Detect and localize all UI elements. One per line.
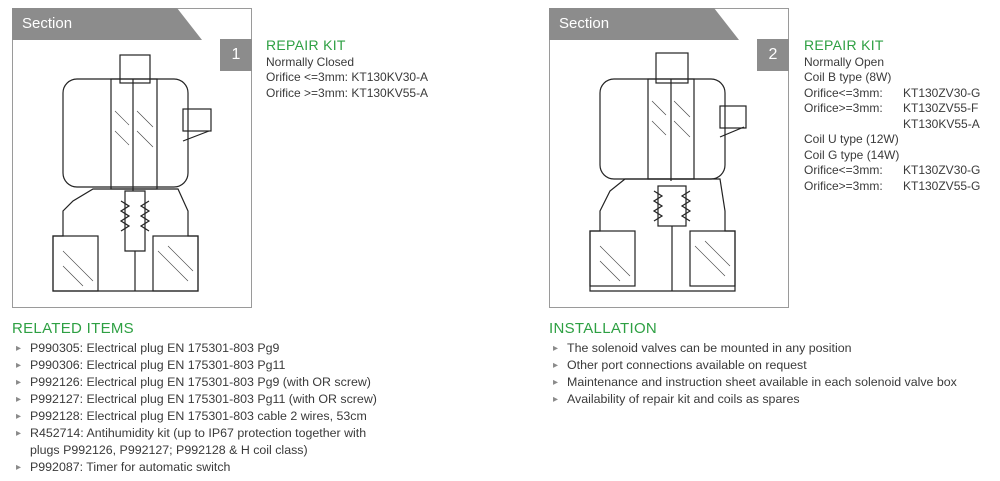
kit-line: Orifice <=3mm: KT130KV30-A: [266, 70, 429, 84]
kit-type: Normally Closed: [266, 54, 355, 69]
list-item: Maintenance and instruction sheet availa…: [549, 374, 957, 391]
kit-row-code: KT130ZV55-F: [903, 101, 979, 115]
section-panel-2: Section 2: [549, 8, 789, 308]
kit-row-code: KT130ZV55-G: [903, 178, 981, 193]
repair-kit-2: REPAIR KIT Normally Open Coil B type (8W…: [804, 37, 980, 195]
kit-row: Orifice<=3mm: KT130ZV30-G: [804, 86, 980, 102]
list-item: P992127: Electrical plug EN 175301-803 P…: [12, 391, 377, 408]
list-item: P990305: Electrical plug EN 175301-803 P…: [12, 340, 377, 357]
list-item: P990306: Electrical plug EN 175301-803 P…: [12, 357, 377, 374]
kit-row-label: Orifice>=3mm:: [804, 178, 883, 193]
list-item: Availability of repair kit and coils as …: [549, 391, 957, 408]
kit-row: Orifice>=3mm: KT130ZV55-F: [804, 101, 980, 117]
installation-title: INSTALLATION: [549, 320, 658, 337]
list-item-continuation: plugs P992126, P992127; P992128 & H coil…: [30, 443, 308, 457]
list-item: P992126: Electrical plug EN 175301-803 P…: [12, 374, 377, 391]
section-tab: Section: [549, 8, 739, 40]
coil-u-type: Coil U type (12W): [804, 132, 899, 146]
related-items-list: P990305: Electrical plug EN 175301-803 P…: [12, 340, 377, 476]
section-number: 2: [757, 39, 789, 71]
list-item: Other port connections available on requ…: [549, 357, 957, 374]
list-item: P992128: Electrical plug EN 175301-803 c…: [12, 408, 377, 425]
kit-row: Orifice<=3mm: KT130ZV30-G: [804, 163, 980, 179]
kit-row-code: KT130ZV30-G: [903, 85, 981, 100]
valve-section-drawing-nc: [52, 54, 212, 292]
kit-row: Orifice>=3mm: KT130ZV55-G: [804, 179, 980, 195]
kit-line: Orifice >=3mm: KT130KV55-A: [266, 85, 429, 100]
kit-row-label: [804, 117, 903, 133]
repair-kit-title: REPAIR KIT: [804, 37, 884, 53]
list-item: The solenoid valves can be mounted in an…: [549, 340, 957, 357]
kit-row-code: KT130KV55-A: [903, 116, 980, 131]
kit-type: Normally Open: [804, 54, 885, 69]
kit-row-label: Orifice<=3mm:: [804, 163, 883, 177]
section-tab: Section: [12, 8, 202, 40]
list-item: P992087: Timer for automatic switch: [12, 459, 377, 476]
installation-list: The solenoid valves can be mounted in an…: [549, 340, 957, 408]
coil-b-type: Coil B type (8W): [804, 70, 892, 84]
kit-row-label: Orifice<=3mm:: [804, 85, 883, 100]
list-item: R452714: Antihumidity kit (up to IP67 pr…: [12, 425, 377, 459]
valve-section-drawing-no: [589, 52, 747, 292]
section-panel-1: Section 1: [12, 8, 252, 308]
kit-row-code: KT130ZV30-G: [903, 163, 981, 177]
coil-g-type: Coil G type (14W): [804, 147, 900, 162]
list-item-text: R452714: Antihumidity kit (up to IP67 pr…: [30, 426, 367, 440]
repair-kit-title: REPAIR KIT: [266, 37, 346, 53]
related-items-title: RELATED ITEMS: [12, 320, 134, 337]
repair-kit-1: REPAIR KIT Normally Closed Orifice <=3mm…: [266, 37, 429, 101]
section-number: 1: [220, 39, 252, 71]
kit-row: KT130KV55-A: [804, 117, 980, 133]
kit-row-label: Orifice>=3mm:: [804, 101, 883, 115]
